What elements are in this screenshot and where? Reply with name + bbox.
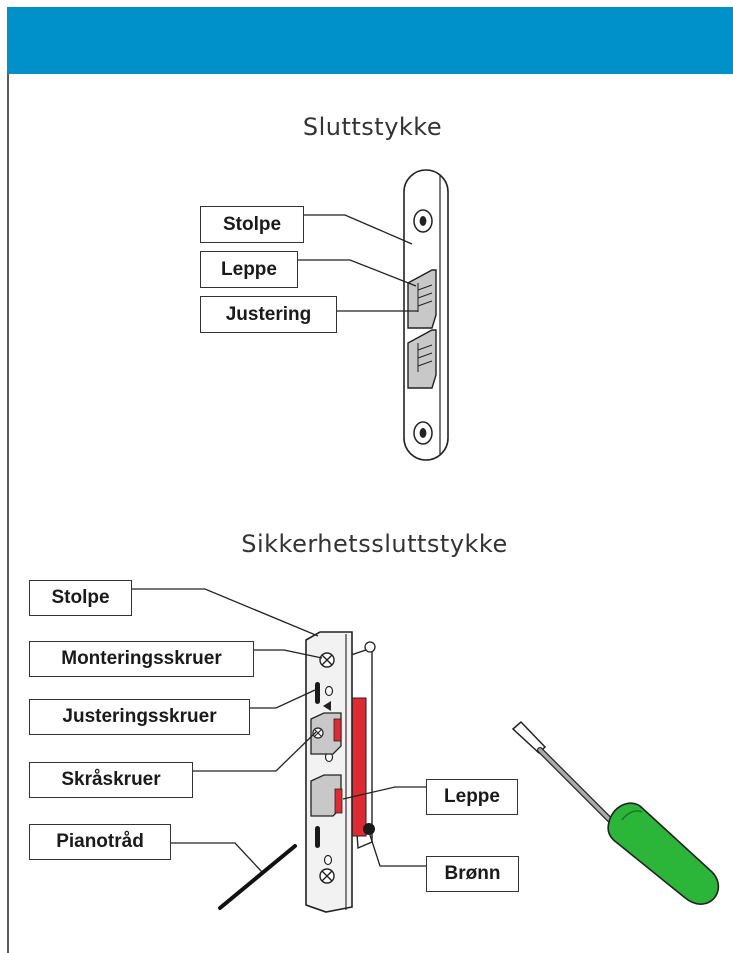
header-bar [7,7,733,74]
adjust-screw-top [324,685,334,697]
screw-hole-top [413,209,433,233]
label-leppe-2: Leppe [426,779,518,815]
leader-pianotrad [170,842,263,873]
label-stolpe-1: Stolpe [200,206,304,243]
label-skraskruer: Skråskruer [29,762,193,798]
leader-leppe-2 [342,786,427,800]
leader-monteringsskruer [253,649,323,659]
adjust-slot-top [315,682,320,704]
section-title-security-strike-plate: Sikkerhetssluttstykke [241,530,508,558]
mounting-screw-top [319,652,335,668]
recess-lower [407,329,437,389]
leader-stolpe-2 [131,588,319,637]
recess-upper [407,269,437,329]
catch-upper [310,712,342,755]
left-rule [7,74,9,953]
adjust-slot-bottom [315,826,320,848]
label-bronn: Brønn [426,856,519,892]
label-justeringsskruer: Justeringsskruer [29,699,250,735]
bronn-well [363,823,375,835]
mounting-screw-bottom [319,868,335,884]
adjust-arrow [323,701,331,711]
label-pianotrad: Pianotråd [29,824,171,860]
screwdriver-handle [607,802,720,905]
screwdriver [511,720,720,905]
leader-bronn [368,831,427,867]
top-side-screw [364,641,376,653]
leader-stolpe-1 [303,214,413,245]
section-title-strike-plate: Sluttstykke [302,113,443,141]
screwdriver-handle-ring [621,810,643,821]
label-monteringsskruer: Monteringsskruer [29,641,254,677]
label-leppe-1: Leppe [200,251,298,288]
piano-wire [218,844,297,910]
screw-hole-bottom [413,421,433,445]
leader-skraskruer [192,731,317,772]
catch-lower [310,774,343,817]
red-lip [351,697,367,837]
screwdriver-shaft [538,748,617,827]
label-stolpe-2: Stolpe [29,580,132,616]
leader-leppe-1 [297,259,417,287]
strike-plate-2 [131,588,427,913]
strike-plate-1 [297,169,449,461]
adjust-screw-bottom [323,854,333,866]
leader-justeringsskruer [249,689,316,709]
screwdriver-tip [511,720,547,755]
label-justering-1: Justering [200,296,337,333]
